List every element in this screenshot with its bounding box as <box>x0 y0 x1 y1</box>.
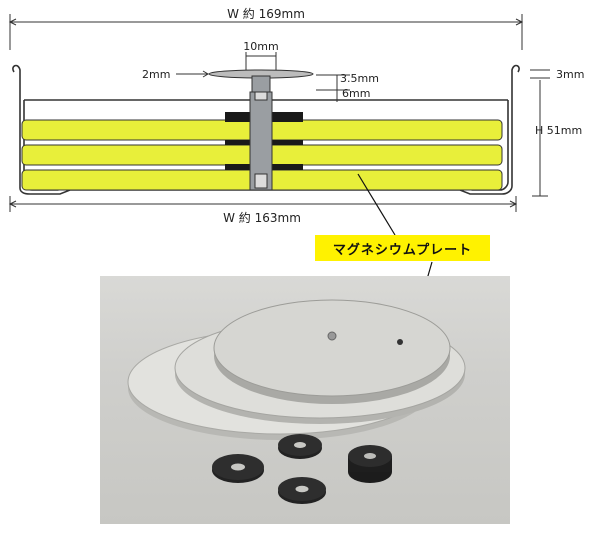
bottom-width-dimension <box>8 196 518 212</box>
washer <box>278 477 326 504</box>
washer <box>278 434 322 459</box>
washer-thick <box>348 445 392 483</box>
washer <box>212 454 264 483</box>
product-photo <box>100 276 510 524</box>
top-width-label: W 約 169mm <box>227 6 305 21</box>
plate-photo-top <box>213 299 451 404</box>
top-width-dimension <box>8 14 524 50</box>
rubber-washers <box>212 434 392 504</box>
gap-6-label: 6mm <box>342 87 370 100</box>
height-label: H 51mm <box>535 124 582 137</box>
head-thickness-label: 2mm <box>142 68 170 81</box>
screw-width-label: 10mm <box>243 40 278 53</box>
rim-label: 3mm <box>556 68 584 81</box>
screw-head <box>208 69 314 93</box>
gap-35-label: 3.5mm <box>340 72 379 85</box>
bottom-width-label: W 約 163mm <box>223 210 301 225</box>
screw-width-dimension <box>245 52 277 70</box>
magnesium-plate-label: マグネシウムプレート <box>315 235 490 261</box>
center-spacer-stack <box>225 87 303 191</box>
